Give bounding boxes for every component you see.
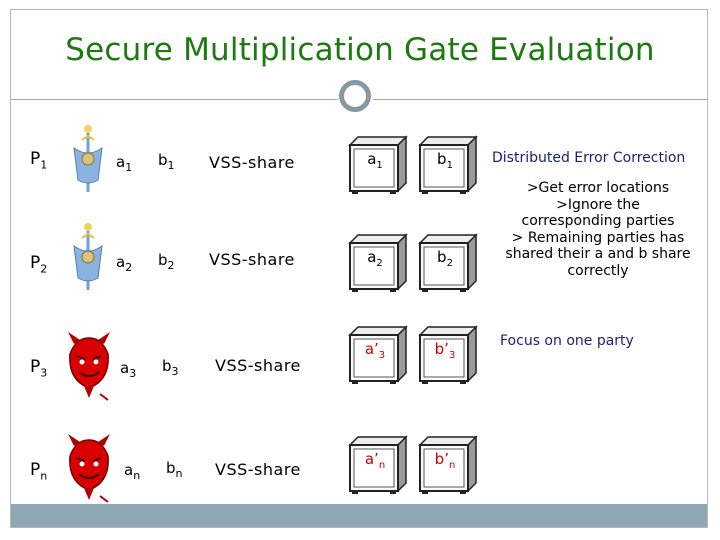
corrupt-party-figure-3	[64, 330, 114, 402]
step-2: >Ignore the corresponding parties	[504, 197, 692, 230]
ring-ornament	[339, 80, 371, 112]
share-a-n: an	[124, 461, 140, 482]
safe-a-n: a’n	[346, 433, 410, 495]
honest-party-figure-2	[68, 220, 108, 298]
safe-a-3: a’3	[346, 323, 410, 385]
honest-party-figure-1	[68, 122, 108, 200]
party-label-3: P3	[30, 357, 47, 379]
vss-share-3: VSS-share	[215, 356, 301, 375]
share-b-2: b2	[158, 251, 175, 272]
safe-b-2: b2	[416, 231, 480, 293]
footer-bar	[11, 504, 707, 527]
error-correction-steps: >Get error locations >Ignore the corresp…	[504, 180, 692, 279]
share-a-1: a1	[116, 153, 132, 174]
share-b-1: b1	[158, 151, 175, 172]
focus-note: Focus on one party	[500, 333, 634, 349]
error-correction-heading: Distributed Error Correction	[492, 150, 685, 166]
title-rule-left	[11, 99, 338, 100]
share-b-n: bn	[166, 459, 183, 480]
party-label-n: Pn	[30, 460, 47, 482]
safe-b-1: b1	[416, 133, 480, 195]
share-a-3: a3	[120, 359, 136, 380]
step-3: > Remaining parties has shared their a a…	[504, 230, 692, 280]
vss-share-1: VSS-share	[209, 153, 295, 172]
step-1: >Get error locations	[504, 180, 692, 197]
share-b-3: b3	[162, 357, 179, 378]
safe-b-n: b’n	[416, 433, 480, 495]
vss-share-2: VSS-share	[209, 250, 295, 269]
title-rule-right	[373, 99, 708, 100]
safe-a-2: a2	[346, 231, 410, 293]
vss-share-n: VSS-share	[215, 460, 301, 479]
corrupt-party-figure-n	[64, 432, 114, 504]
safe-a-1: a1	[346, 133, 410, 195]
party-label-1: P1	[30, 149, 47, 171]
share-a-2: a2	[116, 253, 132, 274]
party-label-2: P2	[30, 253, 47, 275]
safe-b-3: b’3	[416, 323, 480, 385]
slide-title: Secure Multiplication Gate Evaluation	[0, 32, 720, 68]
